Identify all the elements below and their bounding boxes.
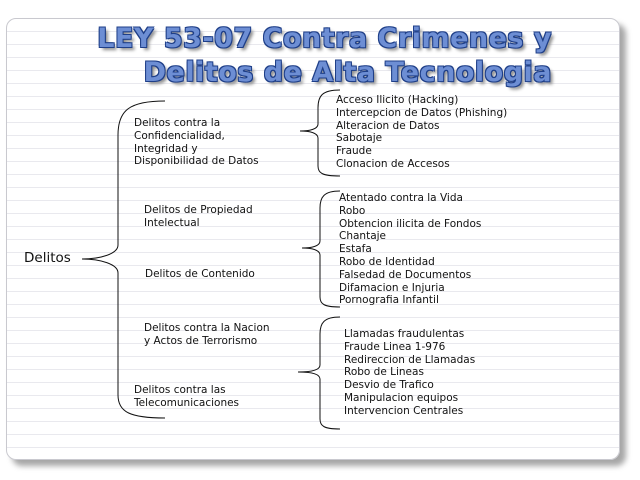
group-item: Sabotaje xyxy=(336,132,383,145)
category-propiedad: Delitos de Propiedad Intelectual xyxy=(144,204,253,230)
title-line-2: Delitos de Alta Tecnologia xyxy=(143,57,552,88)
slide-title: LEY 53-07 Contra Crimenes y Delitos de A… xyxy=(0,22,552,90)
category-line: Disponibilidad de Datos xyxy=(134,155,259,168)
group-item: Alteracion de Datos xyxy=(336,119,440,132)
group-item: Clonacion de Accesos xyxy=(336,157,450,170)
group-item: Robo de Identidad xyxy=(339,255,435,268)
group-item: Acceso Ilicito (Hacking) xyxy=(336,94,459,106)
group-contenido: Atentado contra la Vida Robo Obtencion i… xyxy=(339,192,481,307)
root-node: Delitos xyxy=(24,250,71,266)
group-datos: Acceso Ilicito (Hacking) Intercepcion de… xyxy=(336,94,507,171)
group-item: Falsedad de Documentos xyxy=(339,268,472,281)
group-item: Fraude Linea 1-976 xyxy=(344,340,446,353)
category-line: Telecomunicaciones xyxy=(134,396,240,409)
category-contenido: Delitos de Contenido xyxy=(145,268,255,281)
group-item: Llamadas fraudulentas xyxy=(344,328,465,340)
category-line: Delitos contra las xyxy=(134,384,226,396)
category-line: y Actos de Terrorismo xyxy=(144,334,258,347)
category-line: Delitos contra la Nacion xyxy=(144,322,270,334)
category-line: Integridad y xyxy=(134,142,198,155)
category-nacion: Delitos contra la Nacion y Actos de Terr… xyxy=(144,322,270,348)
category-line: Confidencialidad, xyxy=(134,129,225,142)
category-confidencialidad: Delitos contra la Confidencialidad, Inte… xyxy=(134,117,259,168)
group-item: Robo xyxy=(339,204,366,217)
category-telecomunicaciones: Delitos contra las Telecomunicaciones xyxy=(134,384,239,410)
group-item: Obtencion ilicita de Fondos xyxy=(339,217,482,230)
category-line: Delitos contra la xyxy=(134,117,221,129)
group-item: Difamacion e Injuria xyxy=(339,281,445,294)
group-item: Robo de Lineas xyxy=(344,366,424,379)
group-item: Atentado contra la Vida xyxy=(339,192,463,204)
group-item: Estafa xyxy=(339,243,372,256)
group-item: Intervencion Centrales xyxy=(344,404,464,417)
category-line: Delitos de Propiedad xyxy=(144,204,253,216)
group-item: Redireccion de Llamadas xyxy=(344,353,476,366)
group-item: Pornografia Infantil xyxy=(339,294,439,307)
slide xyxy=(6,18,620,460)
group-item: Manipulacion equipos xyxy=(344,391,459,404)
group-item: Fraude xyxy=(336,145,372,158)
category-line: Intelectual xyxy=(144,216,200,229)
group-item: Chantaje xyxy=(339,230,387,243)
category-line: Delitos de Contenido xyxy=(145,268,255,280)
group-item: Desvio de Trafico xyxy=(344,379,434,392)
title-line-1: LEY 53-07 Contra Crimenes y xyxy=(97,23,552,54)
group-telecom: Llamadas fraudulentas Fraude Linea 1-976… xyxy=(344,328,475,418)
group-item: Intercepcion de Datos (Phishing) xyxy=(336,106,508,119)
